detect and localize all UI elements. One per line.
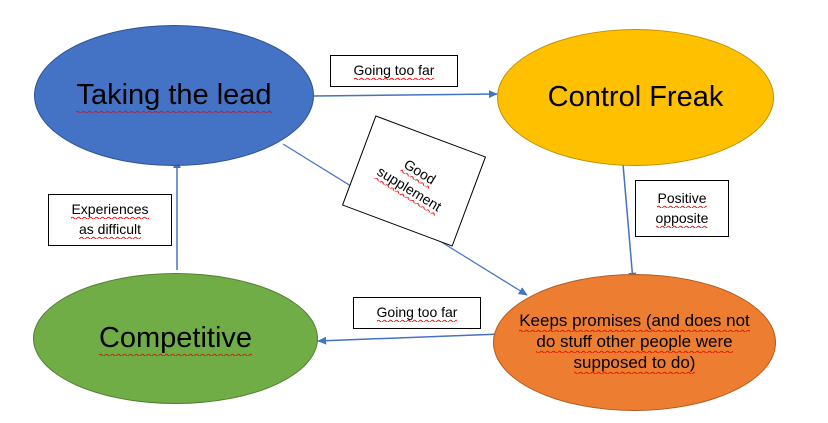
edge-label-going-too-far-bottom-text: Going too far — [376, 304, 458, 323]
node-taking-the-lead-label: Taking the lead — [76, 78, 272, 113]
edge-label-going-too-far-bottom[interactable]: Going too far — [353, 297, 481, 329]
edge-label-good-supplement[interactable]: Good supplement — [341, 115, 487, 247]
node-competitive-label: Competitive — [98, 321, 253, 356]
node-control-freak[interactable]: Control Freak — [497, 29, 774, 166]
node-keeps-promises[interactable]: Keeps promises (and does not do stuff ot… — [493, 274, 776, 411]
edge-label-positive-opposite-text: Positive opposite — [655, 189, 709, 228]
node-control-freak-label: Control Freak — [547, 80, 724, 113]
node-keeps-promises-label: Keeps promises (and does not do stuff ot… — [519, 311, 750, 374]
edge-control-freak-to-keeps-promises — [622, 163, 637, 282]
edge-label-positive-opposite[interactable]: Positive opposite — [635, 180, 729, 237]
edge-label-going-too-far-top-text: Going too far — [353, 62, 435, 81]
node-competitive[interactable]: Competitive — [33, 273, 318, 404]
edge-label-experiences-as-difficult-text: Experiences as difficult — [71, 201, 149, 239]
edge-label-good-supplement-text: Good supplement — [373, 155, 445, 217]
edge-keeps-promises-to-competitive — [317, 333, 502, 345]
node-taking-the-lead[interactable]: Taking the lead — [34, 25, 314, 166]
edge-taking-the-lead-to-control-freak — [313, 90, 498, 99]
edge-label-going-too-far-top[interactable]: Going too far — [330, 55, 458, 87]
edge-label-experiences-as-difficult[interactable]: Experiences as difficult — [48, 194, 172, 246]
